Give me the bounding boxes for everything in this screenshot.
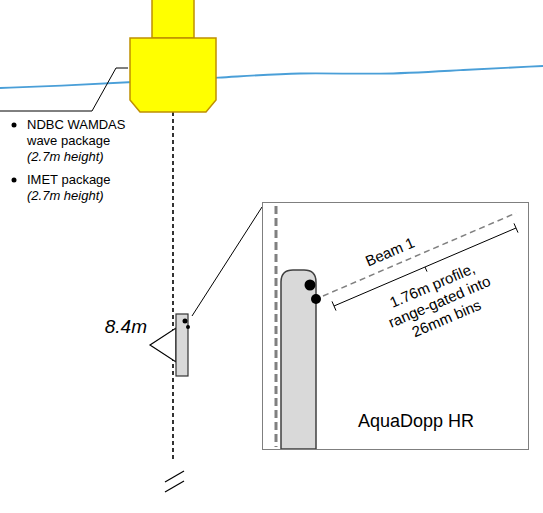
instrument-fin [150, 328, 176, 362]
package-label: (2.7m height) [27, 149, 139, 165]
package-label: IMET package [27, 172, 139, 188]
bracket-tick [332, 301, 336, 310]
inset-box: Beam 11.76m profile, range-gated into 26… [262, 202, 529, 450]
mooring-line [275, 206, 278, 447]
transducer [183, 319, 188, 324]
sea-surface [0, 66, 543, 88]
instrument-name: AquaDopp HR [358, 410, 474, 432]
transducer [186, 325, 190, 329]
bracket-tick [514, 223, 518, 232]
leader-line [192, 207, 262, 316]
transducer [305, 280, 316, 291]
beam-label: Beam 1 [349, 228, 430, 276]
buoy-mast [152, 0, 194, 38]
break-mark [165, 471, 184, 482]
buoy-hull [130, 38, 216, 112]
package-label: NDBC WAMDAS wave package [27, 117, 139, 149]
leader-line [0, 68, 128, 111]
bullet [12, 178, 17, 183]
package-label: (2.7m height) [27, 188, 139, 204]
bullet [12, 123, 17, 128]
dimension-label: 1.76m profile, range-gated into 26mm bin… [372, 253, 508, 352]
transducer [311, 294, 321, 304]
depth-label: 8.4m [105, 315, 147, 338]
aquadopp-body [281, 270, 316, 449]
instrument-body [176, 314, 188, 376]
bracket-tick [425, 267, 427, 272]
break-mark [165, 481, 184, 492]
mooring-line [172, 112, 174, 462]
